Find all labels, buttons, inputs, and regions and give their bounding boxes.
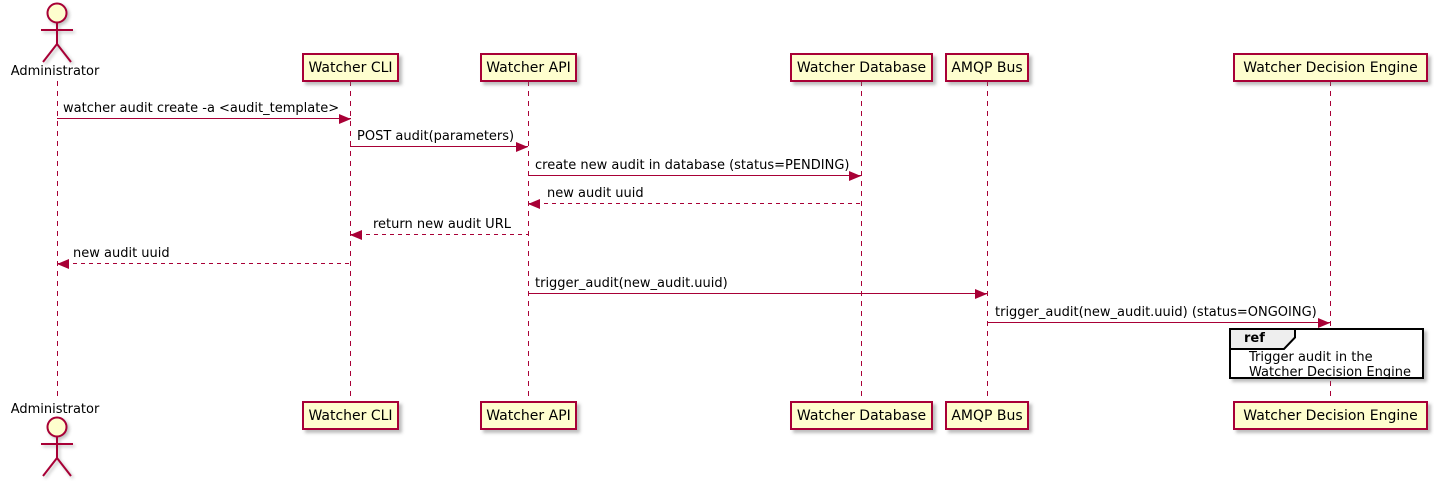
arrowhead-left-icon: [528, 199, 540, 209]
ref-text-line: Trigger audit in the: [1249, 350, 1373, 365]
message-line: [57, 118, 351, 119]
message-label: POST audit(parameters): [357, 129, 515, 144]
actor-label-administrator-top: Administrator: [10, 64, 100, 79]
message-line: [528, 175, 861, 176]
participant-box-watcher-decision-engine-top: Watcher Decision Engine: [1233, 53, 1428, 82]
message-line: [528, 203, 861, 204]
lifeline-watcher-cli: [350, 81, 351, 401]
lifeline-watcher-api: [528, 81, 529, 401]
participant-box-watcher-database-bottom: Watcher Database: [790, 401, 933, 430]
message-line: [57, 263, 351, 264]
participant-box-watcher-database-top: Watcher Database: [790, 53, 933, 82]
lifeline-administrator: [57, 81, 58, 401]
message-label: trigger_audit(new_audit.uuid): [535, 276, 728, 291]
actor-icon: [41, 2, 73, 63]
arrowhead-right-icon: [1318, 318, 1330, 328]
ref-keyword: ref: [1244, 331, 1265, 346]
message-line: [987, 322, 1330, 323]
participant-box-watcher-api-top: Watcher API: [480, 53, 577, 82]
message-label: create new audit in database (status=PEN…: [535, 158, 850, 173]
lifeline-watcher-database: [861, 81, 862, 401]
message-label: trigger_audit(new_audit.uuid) (status=ON…: [995, 305, 1317, 320]
message-line: [528, 293, 987, 294]
ref-text: Trigger audit in the Watcher Decision En…: [1249, 350, 1411, 380]
ref-header-pentagon-icon: [1229, 328, 1296, 350]
arrowhead-left-icon: [350, 230, 362, 240]
arrowhead-left-icon: [57, 259, 69, 269]
participant-box-watcher-cli-top: Watcher CLI: [302, 53, 399, 82]
message-line: [350, 146, 528, 147]
ref-text-line: Watcher Decision Engine: [1249, 365, 1411, 380]
message-label: new audit uuid: [547, 186, 644, 201]
message-label: new audit uuid: [73, 246, 170, 261]
lifeline-amqp-bus: [987, 81, 988, 401]
message-label: return new audit URL: [373, 217, 511, 232]
participant-box-watcher-cli-bottom: Watcher CLI: [302, 401, 399, 430]
arrowhead-right-icon: [339, 114, 351, 124]
participant-box-watcher-decision-engine-bottom: Watcher Decision Engine: [1233, 401, 1428, 430]
actor-icon: [41, 416, 73, 477]
lifeline-watcher-decision-engine: [1330, 81, 1331, 401]
ref-fragment: ref Trigger audit in the Watcher Decisio…: [1229, 328, 1424, 380]
message-line: [350, 234, 528, 235]
participant-box-watcher-api-bottom: Watcher API: [480, 401, 577, 430]
arrowhead-right-icon: [975, 289, 987, 299]
message-label: watcher audit create -a <audit_template>: [63, 101, 340, 116]
arrowhead-right-icon: [849, 171, 861, 181]
participant-box-amqp-bus-top: AMQP Bus: [945, 53, 1029, 82]
participant-box-amqp-bus-bottom: AMQP Bus: [945, 401, 1029, 430]
actor-label-administrator-bottom: Administrator: [10, 402, 100, 417]
arrowhead-right-icon: [516, 142, 528, 152]
